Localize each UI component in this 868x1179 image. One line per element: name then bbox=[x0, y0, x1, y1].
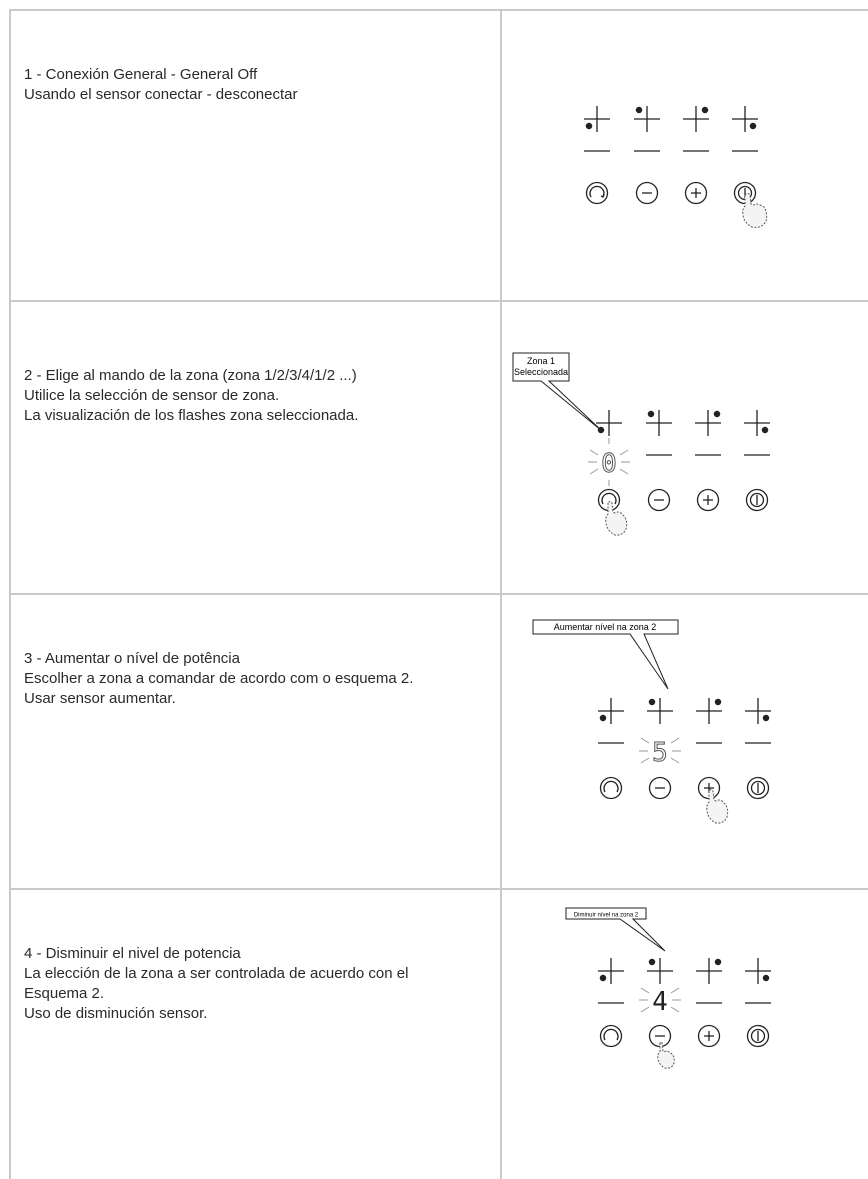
control-panel-3: Aumentar nível na zona 2 5 bbox=[502, 593, 868, 888]
zone-1-front-left-icon bbox=[598, 698, 624, 724]
zone-2-rear-left-icon bbox=[647, 958, 673, 984]
row-2-line-3: La visualización de los flashes zona sel… bbox=[24, 407, 359, 424]
row-4-text: 4 - Disminuir el nivel de potencia La el… bbox=[24, 944, 494, 1024]
hand-pointer-icon bbox=[706, 789, 729, 824]
zone-select-icon bbox=[585, 181, 609, 205]
power-icon bbox=[746, 1024, 770, 1048]
callout-aumentar: Aumentar nível na zona 2 bbox=[532, 619, 679, 690]
callout-diminuir: Diminuir nível na zona 2 bbox=[565, 907, 666, 952]
row-2-line-2: Utilice la selección de sensor de zona. bbox=[24, 387, 280, 404]
display-digit: 5 bbox=[652, 738, 668, 768]
row-3-line-2: Escolher a zona a comandar de acordo com… bbox=[24, 670, 414, 687]
zone-4-front-right-icon bbox=[745, 958, 771, 984]
flashing-display: 5 bbox=[639, 738, 681, 769]
zone-2-rear-left-icon bbox=[647, 698, 673, 724]
flashing-display: 0 bbox=[588, 438, 630, 486]
table-row: 3 - Aumentar o nível de potência Escolhe… bbox=[9, 593, 868, 888]
table-row: 1 - Conexión General - General Off Usand… bbox=[9, 9, 868, 300]
hand-pointer-icon bbox=[605, 501, 628, 536]
row-3-line-1: 3 - Aumentar o nível de potência bbox=[24, 650, 240, 667]
control-panel-1 bbox=[502, 9, 868, 300]
zone-select-icon bbox=[599, 1024, 623, 1048]
minus-icon bbox=[647, 488, 671, 512]
control-panel-2-drawing: Zona 1 Seleccionada 0 bbox=[512, 352, 770, 536]
plus-icon bbox=[697, 1024, 721, 1048]
control-panel-2: Zona 1 Seleccionada 0 bbox=[502, 300, 868, 593]
row-divider-1 bbox=[9, 300, 868, 302]
zone-3-rear-right-icon bbox=[683, 106, 709, 132]
zone-4-front-right-icon bbox=[732, 106, 758, 132]
instruction-table: 1 - Conexión General - General Off Usand… bbox=[9, 9, 868, 1179]
display-digit: 0 bbox=[601, 449, 617, 479]
minus-icon bbox=[635, 181, 659, 205]
row-1-line-1: 1 - Conexión General - General Off bbox=[24, 66, 258, 83]
zone-1-front-left-icon bbox=[584, 106, 610, 132]
row-1-line-2: Usando el sensor conectar - desconectar bbox=[24, 86, 298, 103]
power-icon bbox=[746, 776, 770, 800]
row-3-line-3: Usar sensor aumentar. bbox=[24, 690, 176, 707]
power-icon bbox=[745, 488, 769, 512]
minus-icon bbox=[648, 776, 672, 800]
plus-icon bbox=[684, 181, 708, 205]
zone-2-rear-left-icon bbox=[634, 106, 660, 132]
callout-line-1: Zona 1 bbox=[527, 356, 555, 366]
row-4-line-3: Esquema 2. bbox=[24, 985, 105, 1002]
zone-4-front-right-icon bbox=[744, 410, 770, 436]
row-2-text: 2 - Elige al mando de la zona (zona 1/2/… bbox=[24, 366, 494, 426]
control-panel-1-drawing bbox=[584, 106, 768, 228]
hand-pointer-icon bbox=[742, 193, 768, 228]
control-panel-4: Diminuir nível na zona 2 4 bbox=[502, 888, 868, 1179]
zone-3-rear-right-icon bbox=[695, 410, 721, 436]
control-panel-4-drawing: Diminuir nível na zona 2 4 bbox=[565, 907, 771, 1069]
zone-1-front-left-icon bbox=[596, 410, 622, 436]
row-4-line-4: Uso de disminución sensor. bbox=[24, 1005, 208, 1022]
row-divider-2 bbox=[9, 593, 868, 595]
callout-line-1: Aumentar nível na zona 2 bbox=[554, 622, 657, 632]
row-1-text: 1 - Conexión General - General Off Usand… bbox=[24, 65, 494, 105]
control-panel-3-drawing: Aumentar nível na zona 2 5 bbox=[532, 619, 771, 824]
row-4-line-2: La elección de la zona a ser controlada … bbox=[24, 965, 409, 982]
zone-2-rear-left-icon bbox=[646, 410, 672, 436]
zone-select-icon bbox=[599, 776, 623, 800]
row-4-line-1: 4 - Disminuir el nivel de potencia bbox=[24, 945, 241, 962]
display-digit: 4 bbox=[652, 987, 668, 1017]
table-top-border bbox=[9, 9, 868, 11]
table-row: 4 - Disminuir el nivel de potencia La el… bbox=[9, 888, 868, 1179]
zone-4-front-right-icon bbox=[745, 698, 771, 724]
hand-pointer-icon bbox=[657, 1041, 675, 1069]
callout-line-1: Diminuir nível na zona 2 bbox=[574, 913, 639, 919]
row-2-line-1: 2 - Elige al mando de la zona (zona 1/2/… bbox=[24, 367, 357, 384]
plus-icon bbox=[696, 488, 720, 512]
zone-1-front-left-icon bbox=[598, 958, 624, 984]
zone-3-rear-right-icon bbox=[696, 698, 722, 724]
row-3-text: 3 - Aumentar o nível de potência Escolhe… bbox=[24, 649, 494, 709]
zone-3-rear-right-icon bbox=[696, 958, 722, 984]
table-row: 2 - Elige al mando de la zona (zona 1/2/… bbox=[9, 300, 868, 593]
flashing-display: 4 bbox=[639, 987, 681, 1017]
callout-zona-1: Zona 1 Seleccionada bbox=[512, 352, 603, 432]
row-divider-3 bbox=[9, 888, 868, 890]
callout-line-2: Seleccionada bbox=[514, 367, 568, 377]
